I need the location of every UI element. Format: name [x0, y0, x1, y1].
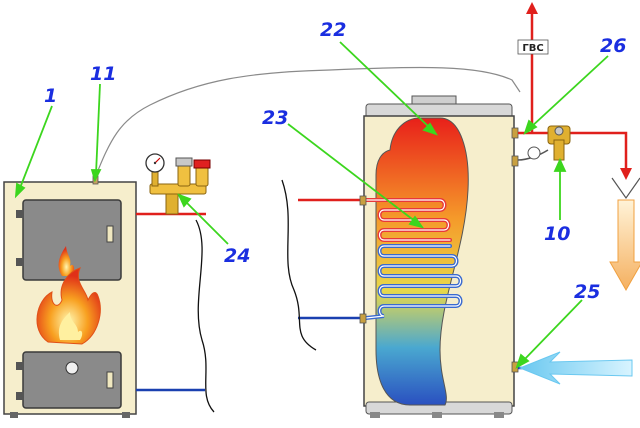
pressure-gauge-icon [145, 153, 165, 173]
tank-inner-section [375, 117, 469, 406]
leader-line-22 [339, 41, 431, 129]
drain-funnel-icon [609, 177, 640, 292]
flame-icon [36, 267, 101, 345]
leader-line-26 [529, 55, 609, 129]
flow-arrow-icon [609, 199, 640, 292]
mixing-valve [517, 125, 571, 161]
hot-water-tag: ГВС [517, 39, 549, 55]
leader-line-24 [183, 199, 229, 245]
callout-mixing-valve: 10 [544, 223, 570, 245]
leader-line-11 [95, 83, 101, 175]
hot-water-riser-arrowhead [526, 2, 538, 14]
callout-safety-group: 24 [224, 245, 250, 267]
boiler-lower-door [22, 351, 122, 409]
air-damper [65, 361, 79, 375]
callout-boiler: 1 [44, 85, 57, 107]
safety-group [145, 153, 211, 215]
callout-tank: 22 [320, 19, 346, 41]
leader-line-1 [19, 105, 53, 189]
callout-hot-outlet: 26 [600, 35, 626, 57]
flame-icon [58, 246, 75, 276]
pipe-break-left [195, 219, 215, 413]
hot-water-tank [359, 95, 519, 418]
sensor-cable [94, 66, 521, 179]
leader-line-23 [287, 123, 417, 223]
callout-coil: 23 [262, 107, 288, 129]
boiler [3, 175, 137, 418]
flow-arrow-icon [518, 351, 633, 385]
pipe-break-right [281, 179, 317, 351]
svg-text:ГВС: ГВС [522, 43, 543, 54]
leader-line-25 [521, 299, 583, 363]
door-handle [106, 225, 114, 243]
callout-cold-inlet: 25 [574, 281, 600, 303]
hot-outlet-arrowhead [620, 168, 632, 180]
callout-sensor: 11 [90, 63, 116, 85]
